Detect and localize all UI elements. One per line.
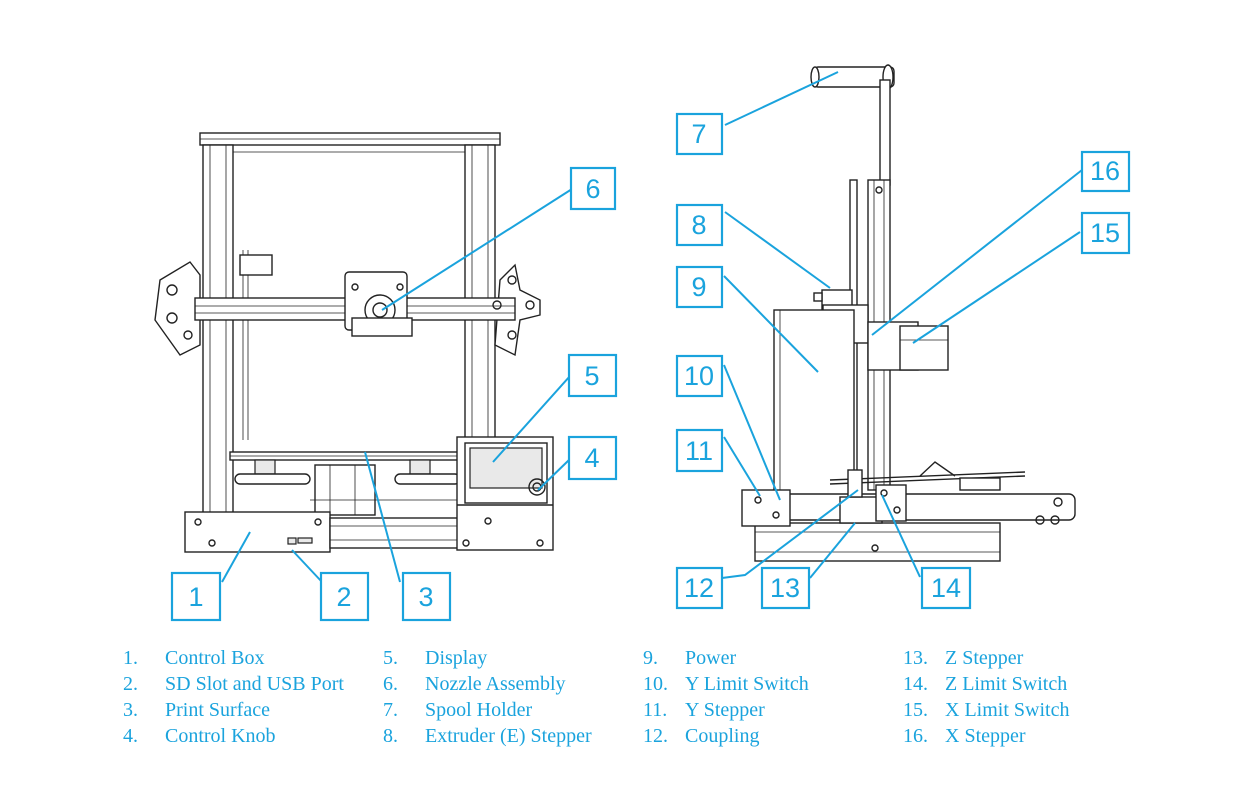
leader-12	[721, 489, 859, 579]
leader-2	[291, 549, 323, 583]
callout-13: 13	[760, 566, 811, 610]
callout-15: 15	[1080, 211, 1131, 255]
callout-9-number: 9	[691, 272, 706, 302]
leader-16	[871, 169, 1083, 336]
callout-11-number: 11	[685, 436, 713, 466]
leader-13	[809, 522, 856, 579]
callout-14-number: 14	[931, 573, 961, 603]
callout-6-number: 6	[585, 174, 600, 204]
callout-13-number: 13	[770, 573, 800, 603]
leader-6	[381, 188, 573, 311]
leader-7	[724, 71, 839, 126]
leader-5	[492, 375, 571, 463]
callout-2-number: 2	[336, 582, 351, 612]
callout-11: 11	[675, 428, 724, 473]
callout-8: 8	[675, 203, 724, 247]
callout-6: 6	[569, 166, 617, 211]
callout-7-number: 7	[691, 119, 706, 149]
callout-7: 7	[675, 112, 724, 156]
callout-9: 9	[675, 265, 724, 309]
front-view-drawing	[154, 132, 554, 553]
leader-4	[537, 458, 571, 491]
callout-2: 2	[319, 571, 370, 622]
leader-8	[724, 211, 831, 289]
callout-5: 5	[567, 353, 618, 398]
callout-12: 12	[675, 566, 724, 610]
leader-10	[723, 364, 781, 501]
leader-1	[221, 531, 251, 583]
callout-5-number: 5	[584, 361, 599, 391]
leader-15	[912, 231, 1081, 344]
callout-10: 10	[675, 354, 724, 398]
callout-4: 4	[567, 435, 618, 481]
side-view-drawing	[741, 64, 1076, 562]
leader-11	[723, 436, 761, 497]
callout-4-number: 4	[584, 443, 599, 473]
callout-3: 3	[401, 571, 452, 622]
callout-16-number: 16	[1090, 156, 1120, 186]
callout-12-number: 12	[684, 573, 714, 603]
callout-8-number: 8	[691, 210, 706, 240]
callout-10-number: 10	[684, 361, 714, 391]
callout-16: 16	[1080, 150, 1131, 193]
leader-14	[881, 494, 921, 578]
callout-1: 1	[170, 571, 222, 622]
leader-3	[364, 451, 401, 583]
callout-1-number: 1	[188, 582, 203, 612]
leader-9	[723, 275, 819, 373]
callout-15-number: 15	[1090, 218, 1120, 248]
leader-lines	[221, 71, 1083, 583]
callout-14: 14	[920, 566, 972, 610]
callout-3-number: 3	[418, 582, 433, 612]
